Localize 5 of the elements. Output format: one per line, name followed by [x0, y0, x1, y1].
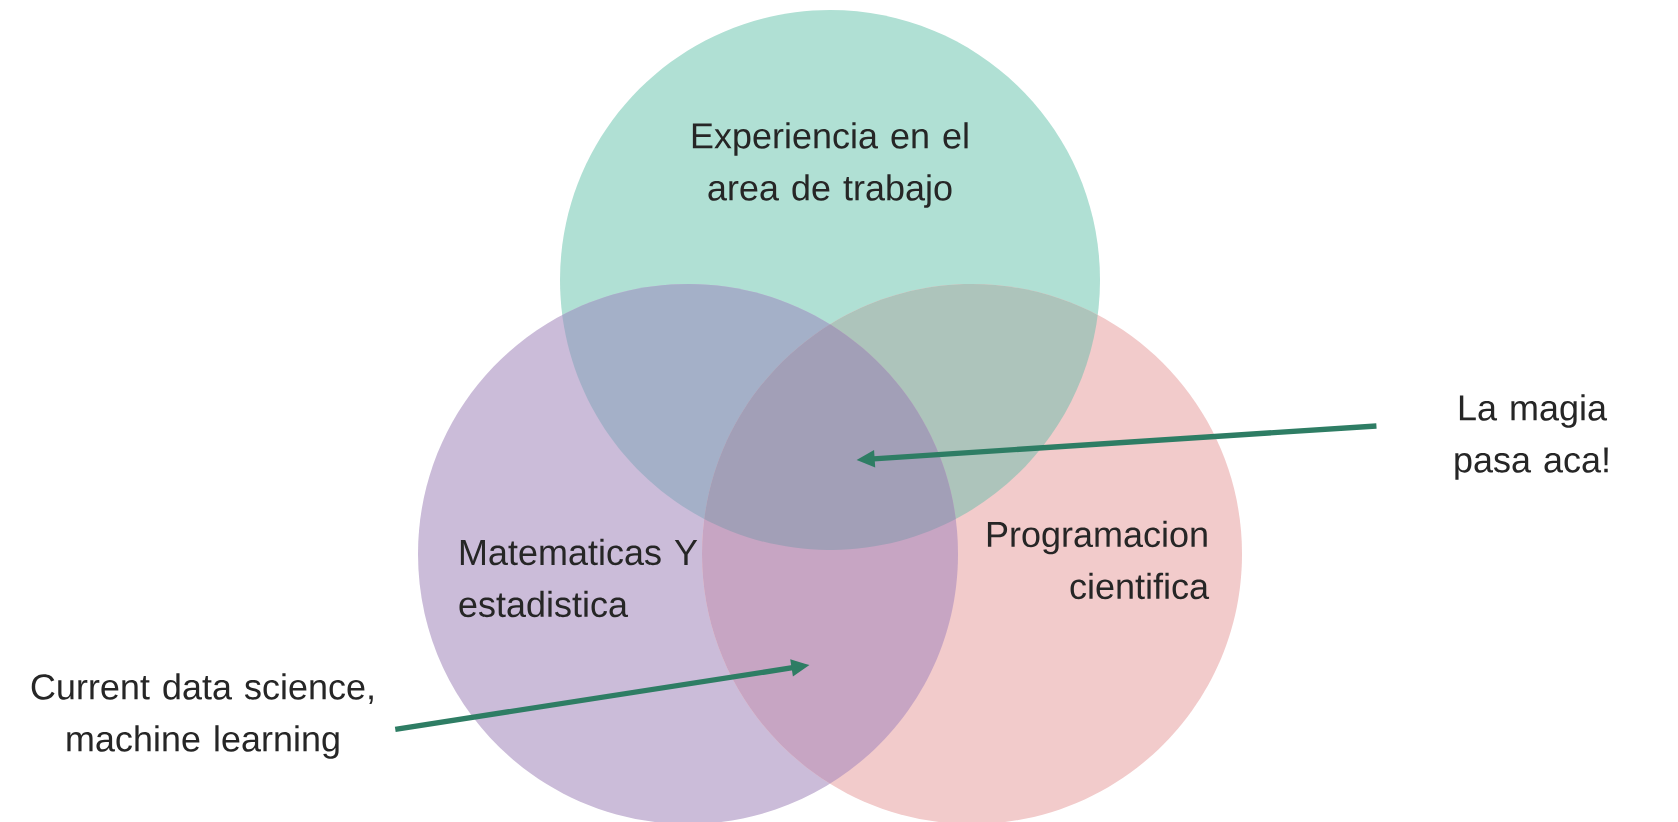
callout-text: La magia pasa aca!: [1455, 394, 1608, 480]
circle-label: Programacion cientifica: [987, 520, 1210, 600]
circle-label: Experiencia en el area de trabajo: [692, 122, 968, 208]
callout-text: Current data science, machine learning: [31, 673, 373, 759]
circle-label: Matematicas Y estadistica: [459, 538, 698, 618]
